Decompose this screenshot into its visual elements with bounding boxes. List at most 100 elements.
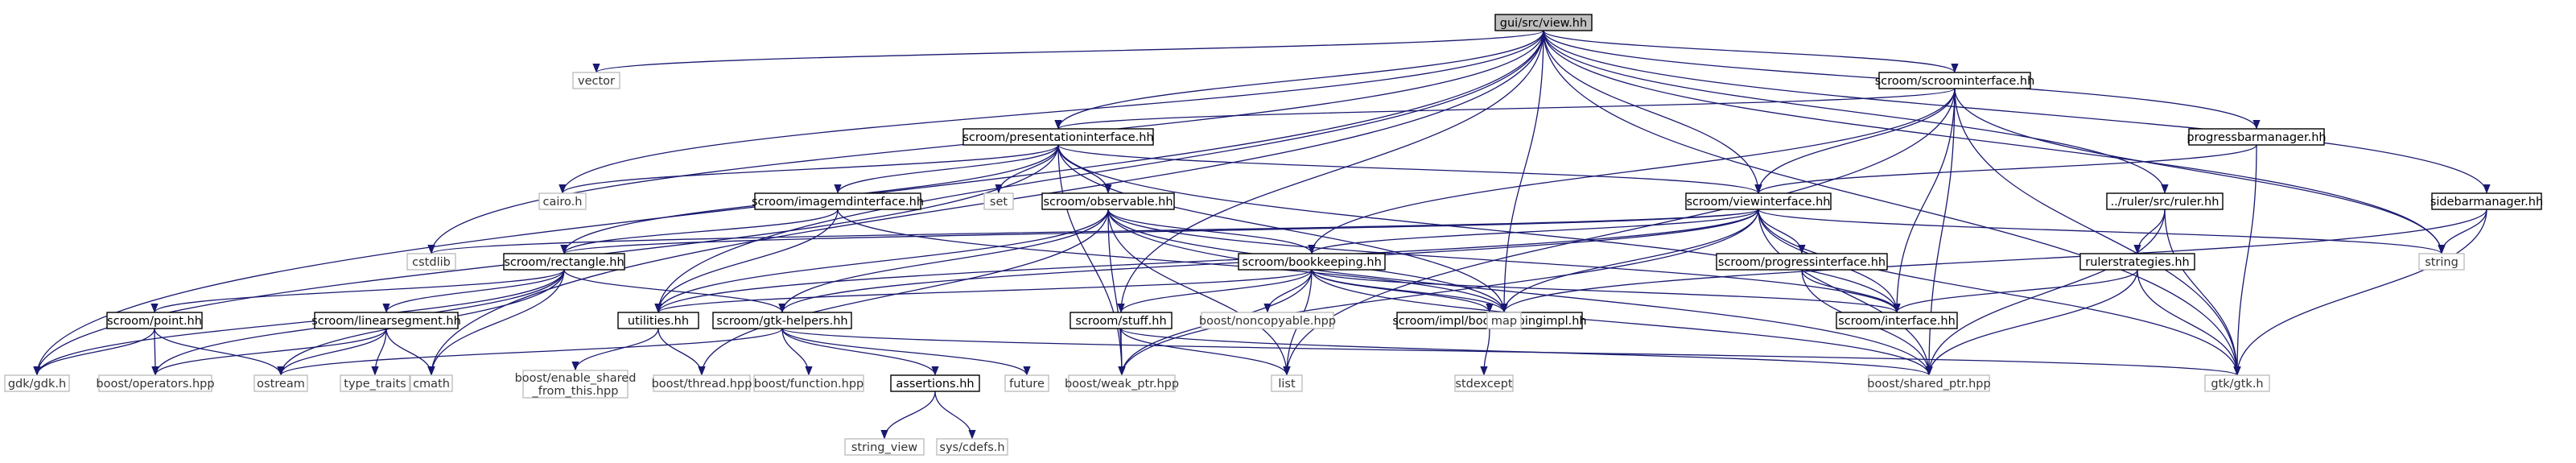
node-box [936,438,1008,456]
node-box [522,370,629,399]
edge-scroominterface-to-list [1283,88,1956,376]
node-label: boost/function.hpp [754,378,864,391]
edge-view-to-sidebarmanager [1543,30,2491,194]
node-assertions-hh[interactable]: assertions.hh [890,374,980,392]
node-box [98,374,212,392]
edge-presentationinterface-to-cairo [558,144,1059,194]
node-box [410,374,453,392]
edge-linearsegment-to-typetraits [371,328,387,376]
edge-ruler-to-gtk [2164,209,2241,376]
edge-rulerstrategies-to-sharedptr [1925,269,2138,376]
node-label: boost/thread.hpp [652,378,752,391]
edge-observable-to-list [1107,209,1291,376]
node-scroom-stuff-hh[interactable]: scroom/stuff.hh [1070,312,1173,329]
edge-presentationinterface-to-set [995,144,1059,194]
edge-imagemdinterface-to-utilities [654,209,839,313]
edge-view-to-utilities [654,30,1544,313]
node-box [2418,253,2465,271]
edge-viewinterface-to-utilities [654,209,1759,313]
node-utilities-hh[interactable]: utilities.hh [617,312,699,329]
node-string: string [2418,253,2465,271]
node-box [314,312,459,329]
node-boost-noncopyable-hpp: boost/noncopyable.hpp [1199,312,1336,329]
node-label: gdk/gdk.h [8,378,66,391]
node-label: scroom/stuff.hh [1075,315,1166,328]
node-scroom-imagemdinterface-hh[interactable]: scroom/imagemdinterface.hh [752,192,924,210]
node-scroom-rectangle-hh[interactable]: scroom/rectangle.hh [503,253,625,271]
node-box [572,72,620,89]
node-label: scroom/linearsegment.hh [311,315,461,328]
node-scroom-progressinterface-hh[interactable]: scroom/progressinterface.hh [1716,253,1888,271]
node-scroom-viewinterface-hh[interactable]: scroom/viewinterface.hh [1685,192,1832,210]
node-box [1454,374,1514,392]
node-scroom-point-hh[interactable]: scroom/point.hh [106,312,203,329]
edge-viewinterface-to-gtk [1758,209,2241,376]
edge-linearsegment-to-cmath [385,328,435,376]
edge-gtkhelpers-to-future [781,328,1031,376]
edge-rulerstrategies-to-interface [1893,269,2138,313]
node-scroom-scroominterface-hh[interactable]: scroom/scroominterface.hh [1875,72,2035,89]
edge-scroominterface-to-string [1954,88,2446,254]
node-ruler-src-ruler-hh[interactable]: ../ruler/src/ruler.hh [2106,192,2224,210]
node-label: scroom/gtk-helpers.hh [716,315,847,328]
node-box [1238,253,1386,271]
node-box [1486,312,1522,329]
edge-view-to-gtk [1543,30,2241,376]
node-label: progressbarmanager.hh [2187,131,2326,144]
edge-rectangle-to-linearsegment [382,269,565,313]
node-box [1004,374,1049,392]
node-scroom-linearsegment-hh[interactable]: scroom/linearsegment.hh [311,312,461,329]
edge-view-to-viewinterface [1543,30,1762,194]
node-label: set [990,196,1008,209]
node-label: scroom/scroominterface.hh [1875,75,2035,88]
edge-stuff-to-sharedptr [1120,328,1933,376]
edge-bookkeeping-to-interface [1311,269,1901,313]
node-progressbarmanager-hh[interactable]: progressbarmanager.hh [2187,128,2327,146]
node-gui-src-view-hh[interactable]: gui/src/view.hh [1494,14,1593,31]
edge-scroominterface-to-viewinterface [1754,88,1956,194]
node-scroom-interface-hh[interactable]: scroom/interface.hh [1836,312,1958,329]
node-scroom-bookkeeping-hh[interactable]: scroom/bookkeeping.hh [1238,253,1386,271]
node-box [2188,128,2325,146]
edge-viewinterface-to-sharedptr [1758,209,1933,376]
node-box [983,192,1014,210]
edge-bookkeeping-to-utilities [654,269,1313,313]
edge-point-to-gdk [33,328,155,376]
node-gtk-gtk-h: gtk/gtk.h [2204,374,2270,392]
edge-presentationinterface-to-interface [1057,144,1901,313]
node-rulerstrategies-hh[interactable]: rulerstrategies.hh [2079,253,2195,271]
node-scroom-observable-hh[interactable]: scroom/observable.hh [1041,192,1175,210]
node-label: rulerstrategies.hh [2085,256,2189,269]
node-box [2431,192,2542,210]
node-boost-enable-shared-from-this-hpp: boost/enable_shared_from_this.hpp [515,370,636,399]
node-label: gtk/gtk.h [2211,378,2263,391]
node-sidebarmanager-hh[interactable]: sidebarmanager.hh [2430,192,2543,210]
node-boost-weak-ptr-hpp: boost/weak_ptr.hpp [1065,374,1179,392]
node-box [253,374,308,392]
node-scroom-presentationinterface-hh[interactable]: scroom/presentationinterface.hh [962,128,1154,146]
node-label: scroom/rectangle.hh [504,256,624,269]
node-map: map [1486,312,1522,329]
node-label: scroom/progressinterface.hh [1718,256,1886,269]
edge-utilities-to-enableshared [571,328,659,371]
node-string-view: string_view [844,438,925,456]
node-box [1494,14,1593,31]
node-box [2106,192,2224,210]
edge-rectangle-to-cmath [427,269,565,376]
edge-rectangle-to-point [150,269,565,313]
edge-view-to-scroominterface [1543,30,1959,73]
node-label: boost/noncopyable.hpp [1199,315,1336,328]
edge-observable-to-interface [1107,209,1901,313]
node-label: scroom/bookkeeping.hh [1242,256,1382,269]
node-label: stdexcept [1455,378,1513,391]
edge-scroominterface-to-gtk [1954,88,2241,376]
node-box [406,253,456,271]
node-label: scroom/imagemdinterface.hh [752,196,924,209]
node-scroom-gtk-helpers-hh[interactable]: scroom/gtk-helpers.hh [712,312,852,329]
node-box [1685,192,1832,210]
edge-view-to-presentationinterface [1054,30,1544,130]
edge-view-to-vector [592,30,1544,73]
node-box [2204,374,2270,392]
node-box [617,312,699,329]
edge-viewinterface-to-rectangle [560,209,1759,254]
